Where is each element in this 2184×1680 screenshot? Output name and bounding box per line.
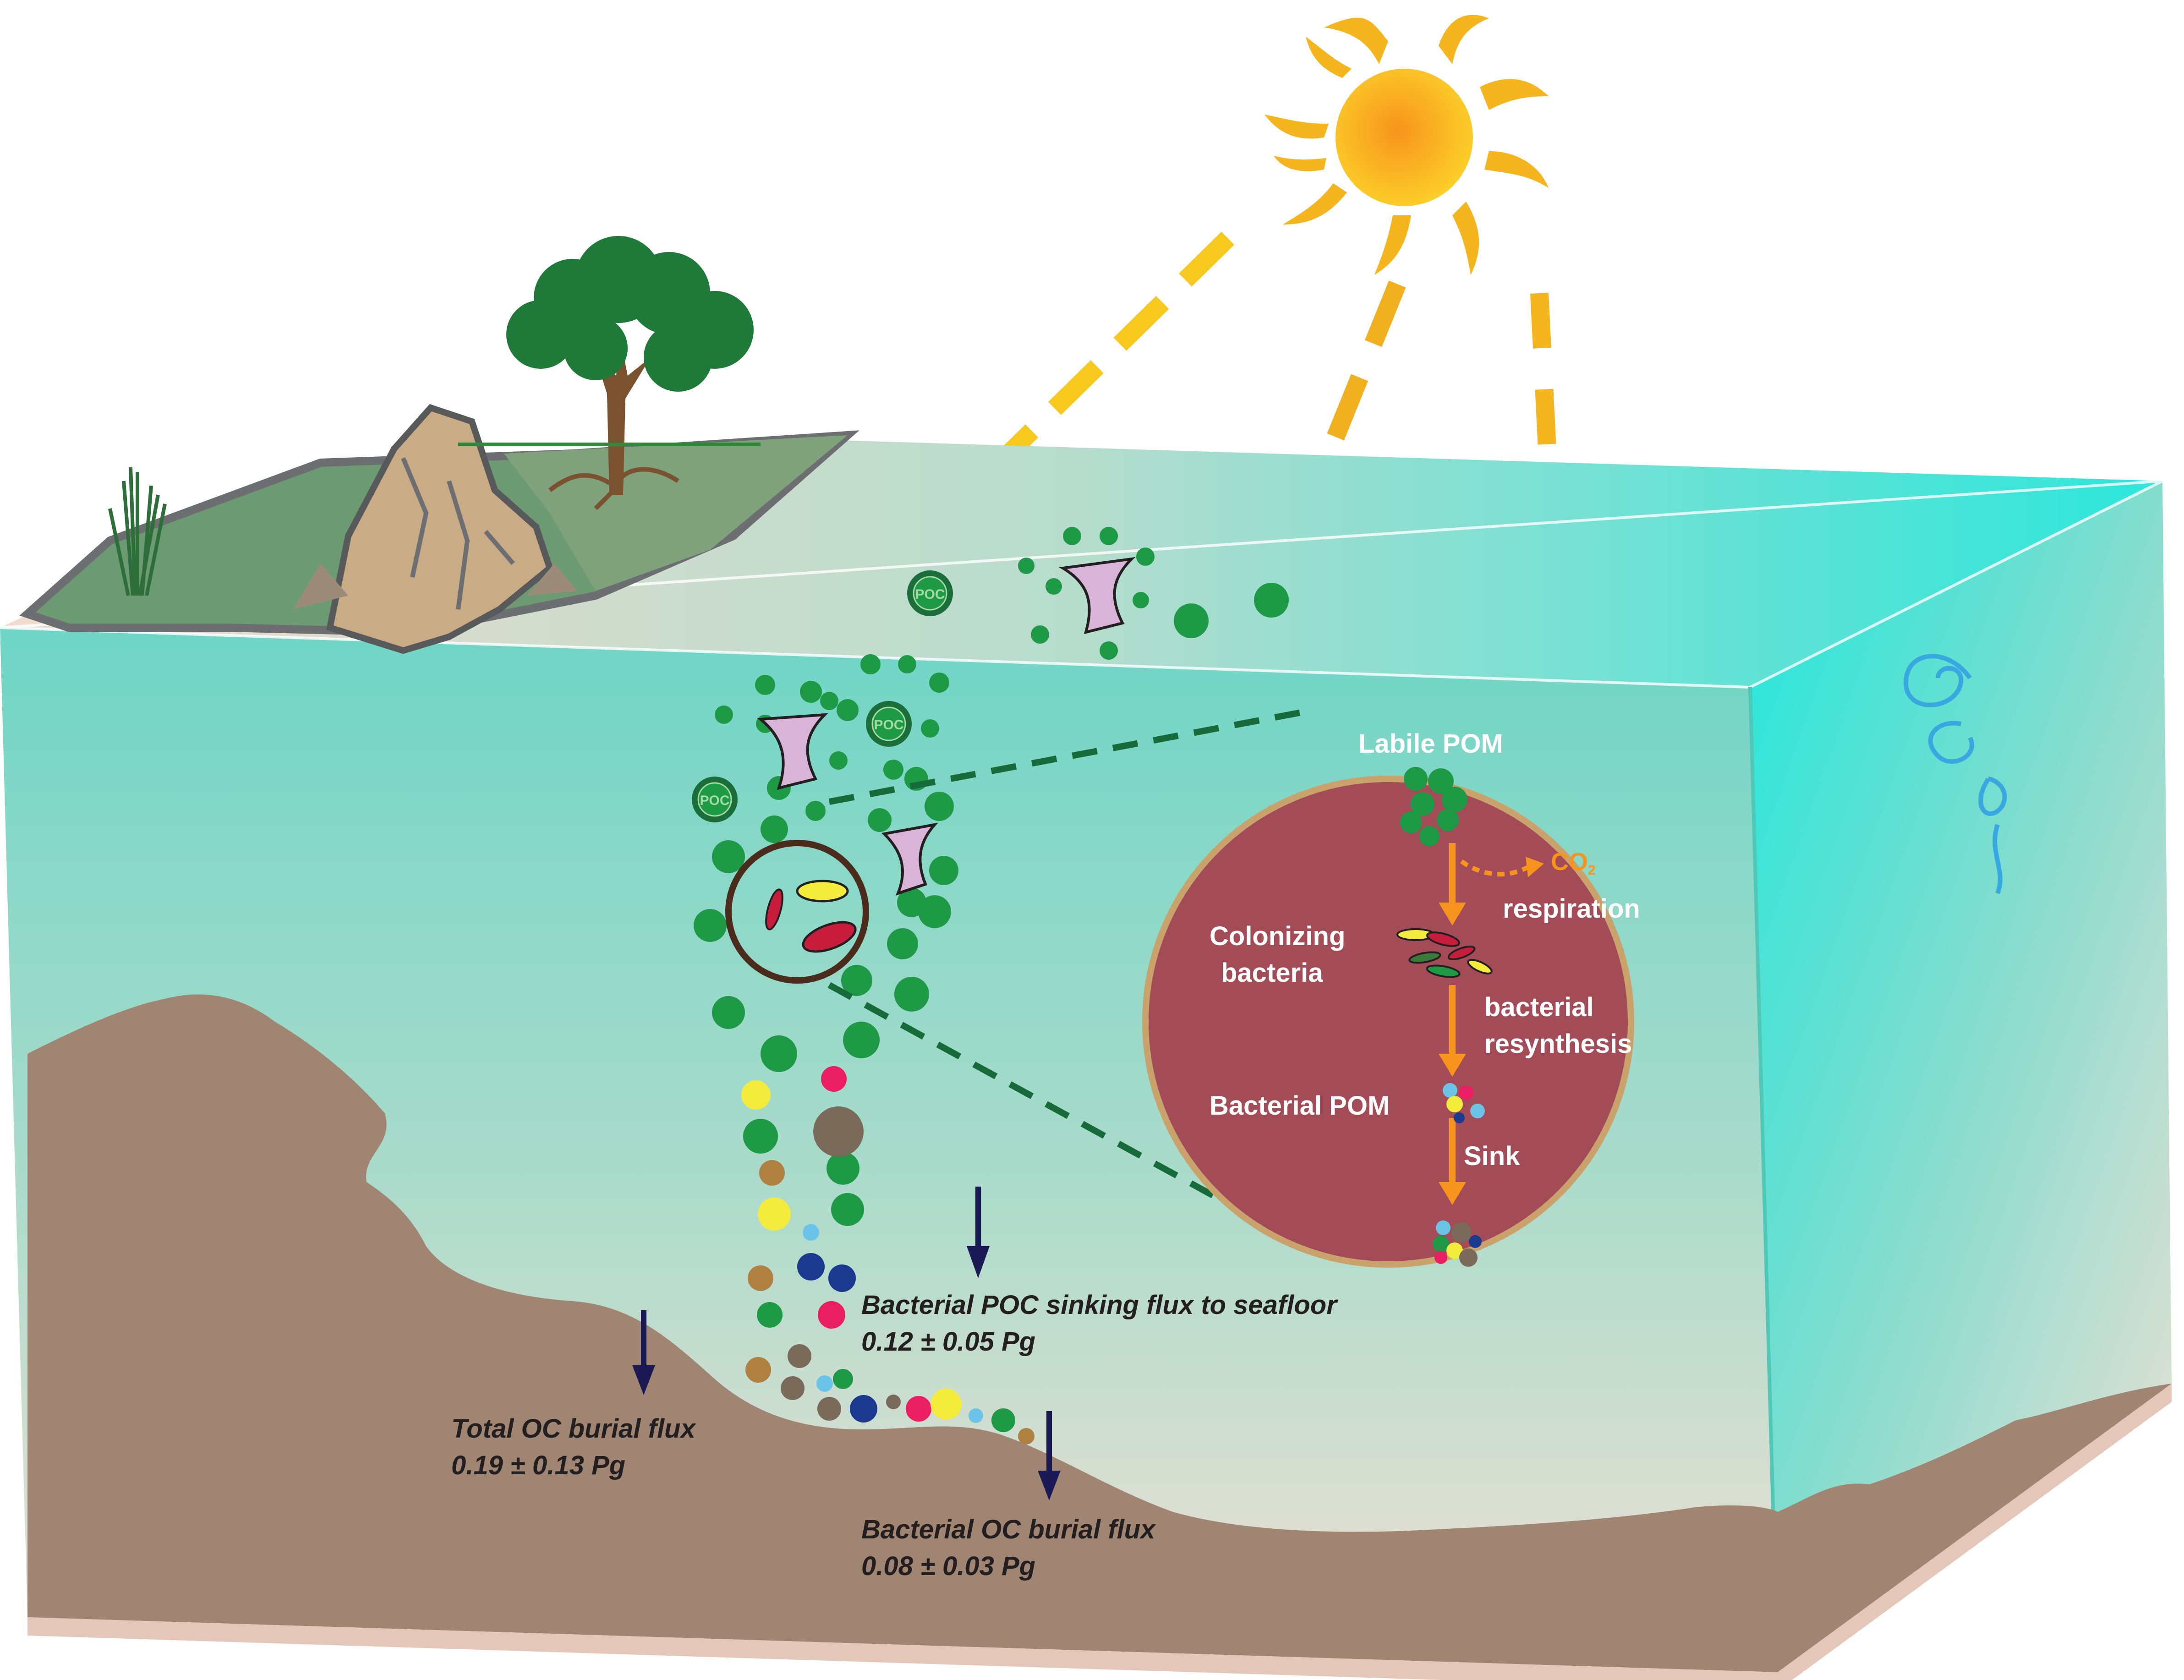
ocean-side xyxy=(1750,481,2172,1672)
label-bacteria: bacteria xyxy=(1221,958,1323,988)
label-labile-pom: Labile POM xyxy=(1358,729,1503,759)
label-colonizing: Colonizing xyxy=(1210,921,1346,951)
label-resynthesis: resynthesis xyxy=(1484,1029,1632,1059)
label-co2-text: CO xyxy=(1551,848,1588,876)
label-bacterial-pom: Bacterial POM xyxy=(1210,1091,1390,1121)
sinking-flux-title: Bacterial POC sinking flux to seafloor xyxy=(861,1290,1337,1320)
total-burial-title: Total OC burial flux xyxy=(451,1414,695,1444)
total-burial-value: 0.19 ± 0.13 Pg xyxy=(451,1450,626,1480)
swirl-icon xyxy=(1903,654,2007,894)
bacterial-pom-cluster xyxy=(1443,1083,1485,1123)
reed-icon xyxy=(108,467,167,596)
poc-particle-icon: POC POC xyxy=(692,701,912,822)
bacterial-particles xyxy=(741,1066,1035,1445)
tree-icon xyxy=(458,236,761,510)
label-co2: CO2 xyxy=(1551,848,1596,878)
bacterial-burial-value: 0.08 ± 0.03 Pg xyxy=(861,1551,1036,1581)
diatom-icon xyxy=(757,713,938,896)
diatom-icon xyxy=(1059,557,1136,635)
label-bacterial: bacterial xyxy=(1484,992,1594,1022)
sinking-flux-value: 0.12 ± 0.05 Pg xyxy=(861,1327,1036,1357)
zoom-circle xyxy=(725,840,869,984)
svg-text:POC: POC xyxy=(874,717,903,733)
bacterial-burial-title: Bacterial OC burial flux xyxy=(861,1515,1155,1544)
label-respiration: respiration xyxy=(1503,894,1640,924)
down-arrow-icon xyxy=(632,1187,1061,1500)
sunk-pom-cluster xyxy=(1433,1220,1482,1267)
label-co2-sub: 2 xyxy=(1588,863,1596,878)
bacteria-icon xyxy=(765,880,857,953)
inset-circle xyxy=(1142,767,1634,1268)
label-sink: Sink xyxy=(1464,1141,1520,1171)
svg-text:POC: POC xyxy=(700,793,729,808)
cliff-icon xyxy=(293,404,577,654)
svg-text:POC: POC xyxy=(915,587,945,602)
surface-particles xyxy=(1018,527,1289,660)
sediment xyxy=(27,994,1778,1672)
bacteria-icon xyxy=(1396,928,1493,978)
sun-icon xyxy=(1264,15,1549,275)
poc-particle-icon: POC xyxy=(907,570,953,616)
